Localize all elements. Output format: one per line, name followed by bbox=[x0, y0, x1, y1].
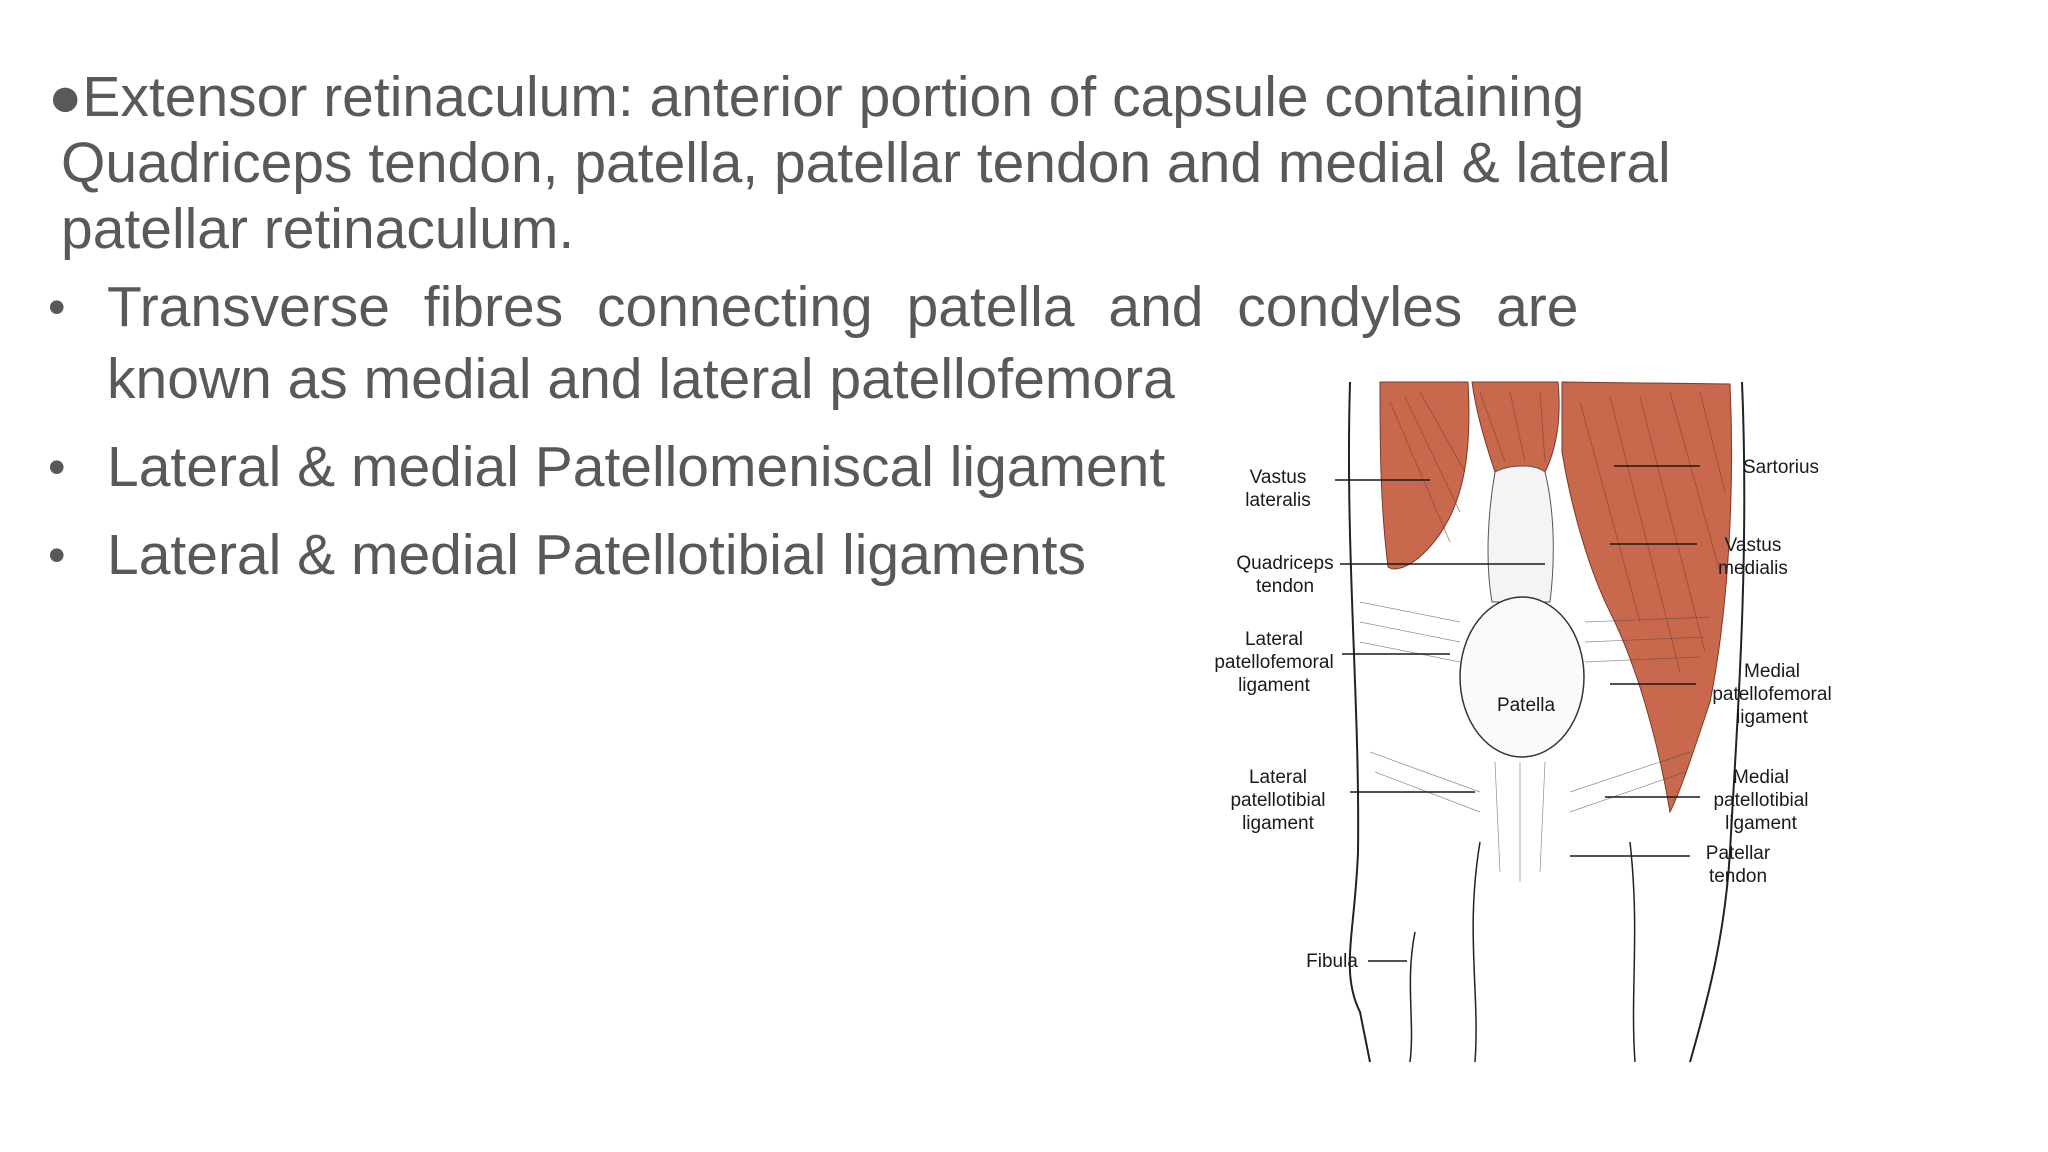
knee-anatomy-figure: Vastus lateralis Quadriceps tendon Later… bbox=[1210, 372, 1910, 1072]
label-quadriceps-tendon: Quadriceps tendon bbox=[1236, 553, 1334, 597]
vastus-lateralis-muscle bbox=[1379, 381, 1470, 570]
paragraph-line-2: Quadriceps tendon, patella, patellar ten… bbox=[61, 131, 1671, 195]
label-vastus-medialis: Vastus medialis bbox=[1718, 535, 1788, 579]
bullet-1-line-2: known as medial and lateral patellofemor… bbox=[107, 347, 1175, 411]
label-patella: Patella bbox=[1496, 695, 1556, 716]
bullet-marker-2: • bbox=[48, 439, 66, 495]
tibia-outline-right bbox=[1629, 841, 1636, 1063]
leader-lines bbox=[1335, 465, 1700, 962]
bullet-marker-1: • bbox=[48, 279, 66, 335]
rectus-femoris-muscle bbox=[1471, 381, 1560, 473]
bullet-1-line-1: Transverse fibres connecting patella and… bbox=[107, 275, 1579, 339]
label-lateral-patellotibial: Lateral patellotibial ligament bbox=[1230, 767, 1326, 834]
label-vastus-lateralis: Vastus lateralis bbox=[1245, 467, 1311, 511]
bullet-marker-3: • bbox=[48, 527, 66, 583]
bullet-3-text: Lateral & medial Patellotibial ligaments bbox=[107, 523, 1087, 587]
label-patellar-tendon: Patellar tendon bbox=[1705, 843, 1771, 887]
tibia-outline bbox=[1472, 841, 1481, 1063]
label-lateral-patellofemoral: Lateral patellofemoral ligament bbox=[1214, 629, 1334, 696]
leg-outline-right bbox=[1689, 381, 1746, 1063]
bullet-2-text: Lateral & medial Patellomeniscal ligamen… bbox=[107, 435, 1166, 499]
vastus-medialis-muscle bbox=[1561, 381, 1733, 814]
muscle-striations bbox=[1389, 391, 1726, 673]
ligament-fibres bbox=[1359, 601, 1711, 882]
patella-bone bbox=[1459, 596, 1585, 758]
quadriceps-tendon bbox=[1487, 465, 1554, 603]
label-medial-patellofemoral: Medial patellofemoral ligament bbox=[1712, 661, 1832, 728]
knee-illustration bbox=[1335, 381, 1746, 1063]
label-sartorius: Sartorius bbox=[1742, 457, 1820, 478]
leg-outline bbox=[1347, 381, 1371, 1063]
label-fibula: Fibula bbox=[1306, 951, 1358, 972]
paragraph-line-3: patellar retinaculum. bbox=[61, 197, 575, 261]
label-medial-patellotibial: Medial patellotibial ligament bbox=[1713, 767, 1809, 834]
fibula-outline bbox=[1409, 931, 1416, 1063]
paragraph-line-1: ●Extensor retinaculum: anterior portion … bbox=[48, 65, 1585, 129]
